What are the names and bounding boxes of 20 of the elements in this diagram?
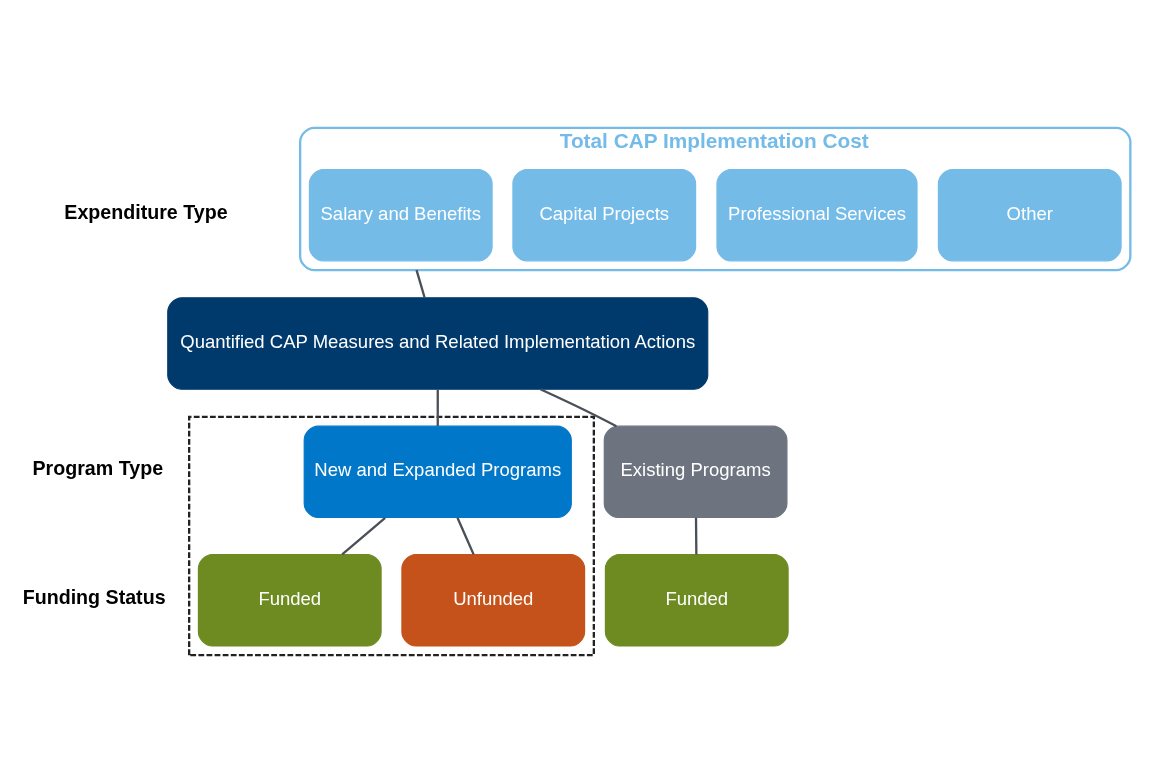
connector: [436, 388, 439, 426]
node-box: Quantified CAP Measures and Related Implementation Actions: [167, 296, 709, 390]
node-box: New and Expanded Programs: [303, 425, 572, 518]
label: Funding Status: [22, 585, 166, 608]
connector: [456, 516, 475, 555]
label: Program Type: [32, 456, 164, 479]
node-box: Existing Programs: [603, 425, 788, 518]
connector: [415, 269, 426, 298]
node-box: Salary and Benefits: [308, 168, 493, 261]
node-box: Other: [937, 168, 1122, 261]
node-box: Capital Projects: [512, 168, 697, 261]
connector: [694, 517, 698, 554]
connector: [539, 387, 617, 427]
node-box: Funded: [604, 553, 789, 646]
node-box: Unfunded: [401, 553, 586, 646]
label: Expenditure Type: [64, 200, 228, 223]
connector: [341, 516, 386, 555]
node-box: Funded: [197, 553, 382, 646]
cluster: [188, 415, 595, 656]
node-box: Professional Services: [716, 168, 918, 261]
